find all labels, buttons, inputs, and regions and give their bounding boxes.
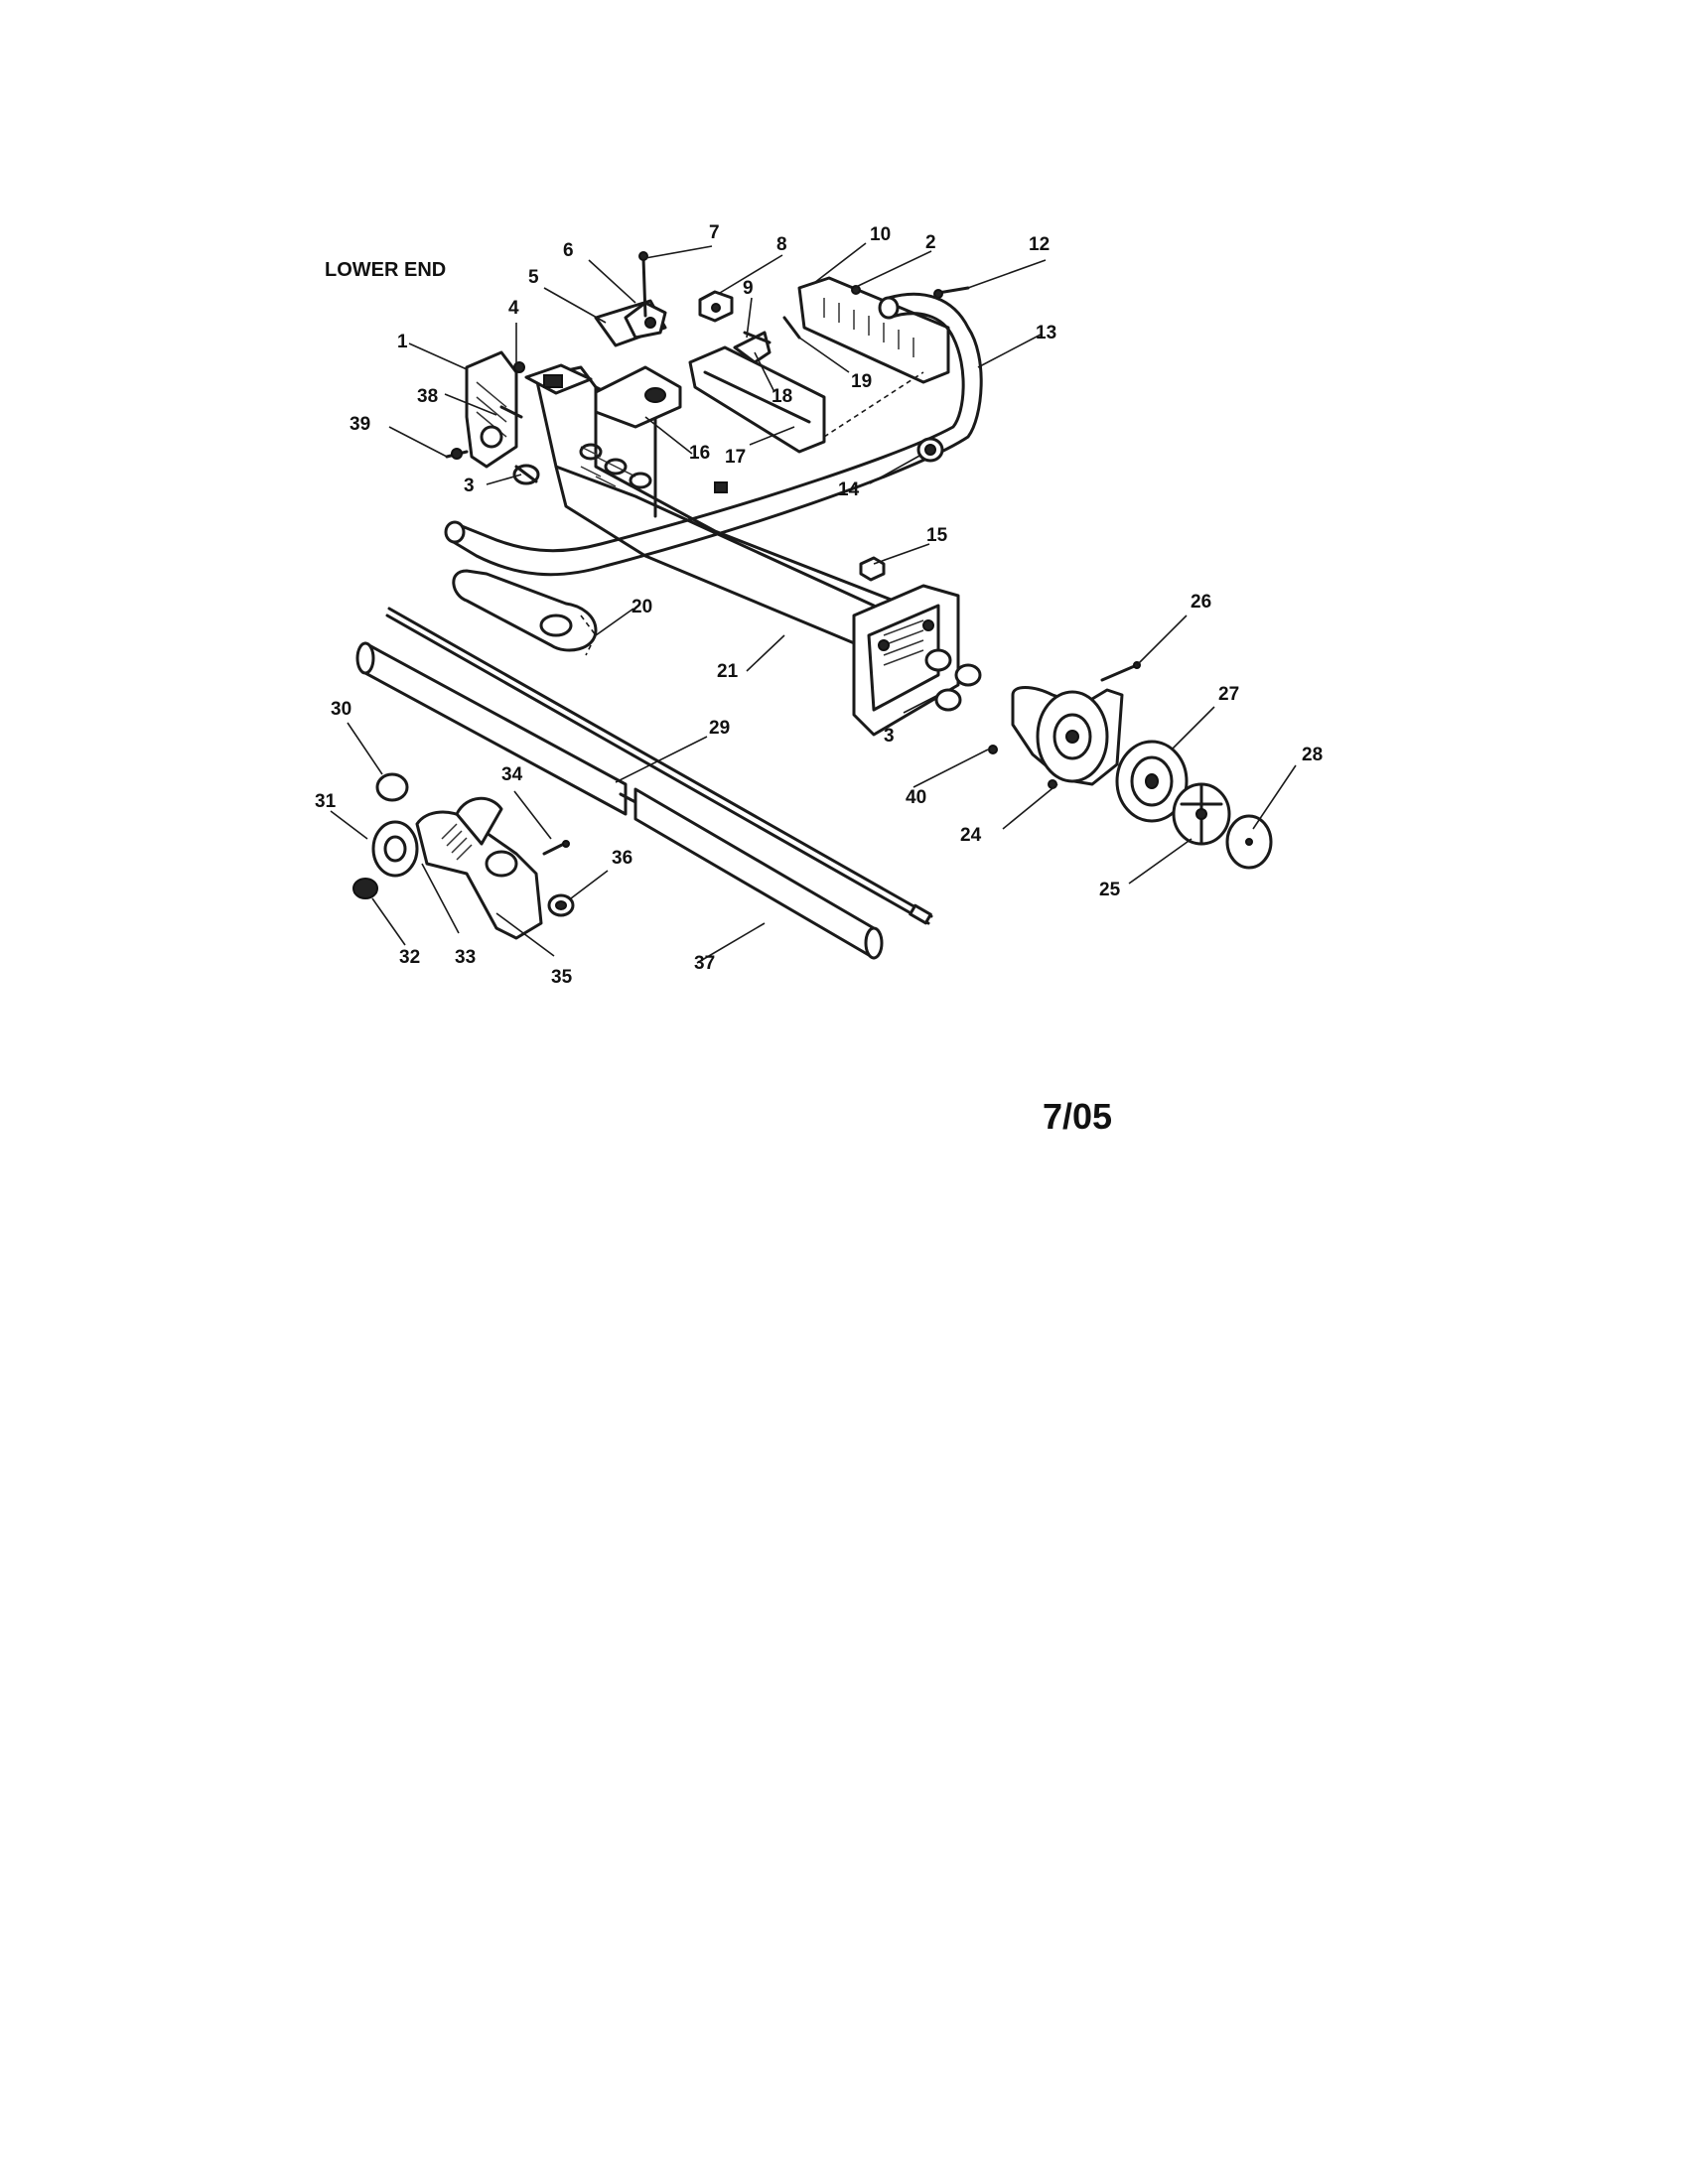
wing-knob-part-6 <box>624 301 667 340</box>
callout-38: 38 <box>417 386 438 407</box>
callout-28: 28 <box>1302 745 1323 765</box>
screw-part-26 <box>1100 663 1139 682</box>
callout-26: 26 <box>1191 592 1211 613</box>
callout-14: 14 <box>838 479 860 500</box>
boom-tube-part-37 <box>355 641 884 960</box>
screw-part-12 <box>936 286 970 295</box>
callout-31: 31 <box>315 791 337 812</box>
callout-18: 18 <box>772 386 792 407</box>
washer-part-28 <box>1225 814 1273 870</box>
clutch-drum-part-24 <box>1011 686 1124 789</box>
callout-7: 7 <box>709 222 720 243</box>
callout-32: 32 <box>399 947 420 968</box>
clamp-bracket-part <box>465 350 518 469</box>
callout-5: 5 <box>528 267 539 288</box>
callout-19: 19 <box>851 371 872 392</box>
clutch-part-27 <box>1115 740 1189 823</box>
callout-34: 34 <box>501 764 523 785</box>
diagram-heading: LOWER END <box>325 259 446 281</box>
callout-9: 9 <box>743 278 754 299</box>
callout-3a: 3 <box>464 476 475 496</box>
callout-25: 25 <box>1099 880 1121 900</box>
callout-29: 29 <box>709 718 730 739</box>
bushing-part-3b <box>924 648 982 712</box>
spacer-part-31 <box>371 820 419 878</box>
callout-13: 13 <box>1036 323 1056 343</box>
nut-part-unlabeled <box>714 481 728 493</box>
nut-part-8 <box>698 290 734 323</box>
callout-16: 16 <box>689 443 710 464</box>
gearhead-part-35 <box>415 796 543 940</box>
callout-30: 30 <box>331 699 351 720</box>
date-code: 7/05 <box>1043 1096 1112 1137</box>
bushing-part-36 <box>547 893 575 917</box>
pulley-part-25 <box>1172 782 1231 846</box>
callout-8: 8 <box>776 234 787 255</box>
throttle-plate-part-16 <box>594 365 682 429</box>
knob-part-14 <box>916 437 944 463</box>
callout-17: 17 <box>725 447 746 468</box>
bushing-part-3a <box>512 464 540 485</box>
spring-part-33 <box>441 823 473 861</box>
pin-part-19 <box>782 316 801 340</box>
callout-35: 35 <box>551 967 573 988</box>
cap-part-30 <box>375 772 409 802</box>
bolt-part-7 <box>641 256 647 318</box>
screw-part-39 <box>445 448 469 460</box>
callout-6: 6 <box>563 240 574 261</box>
callout-4: 4 <box>508 298 519 319</box>
nut-part-15 <box>859 556 886 582</box>
handle-half-part-17 <box>688 345 826 454</box>
callout-3b: 3 <box>884 726 895 747</box>
callout-20: 20 <box>632 597 652 617</box>
assembly-line <box>823 371 924 438</box>
callout-24: 24 <box>960 825 982 846</box>
drive-shaft-part-29 <box>385 607 933 925</box>
main-housing-part <box>524 363 960 737</box>
callout-1: 1 <box>397 332 408 352</box>
spring-part-38 <box>499 405 523 419</box>
callout-2: 2 <box>925 232 936 253</box>
callout-12: 12 <box>1029 234 1050 255</box>
callout-10: 10 <box>870 224 891 245</box>
callout-27: 27 <box>1218 684 1239 705</box>
spring-part-18 <box>743 331 772 344</box>
handle-half-part-10 <box>797 276 950 384</box>
callout-39: 39 <box>350 414 370 435</box>
callout-labels: 1 2 3 3 4 5 6 7 8 9 10 12 13 14 15 16 17… <box>315 222 1323 988</box>
callout-21: 21 <box>717 661 739 682</box>
callout-37: 37 <box>694 953 715 974</box>
grip-part-20 <box>452 569 598 656</box>
leader-lines <box>330 242 1297 964</box>
callout-40: 40 <box>906 787 926 808</box>
callout-15: 15 <box>926 525 948 546</box>
screw-part-34 <box>542 842 566 856</box>
nut-part-32 <box>352 878 378 899</box>
callout-33: 33 <box>455 947 476 968</box>
callout-36: 36 <box>612 848 632 869</box>
screw-part-40 <box>988 745 998 754</box>
